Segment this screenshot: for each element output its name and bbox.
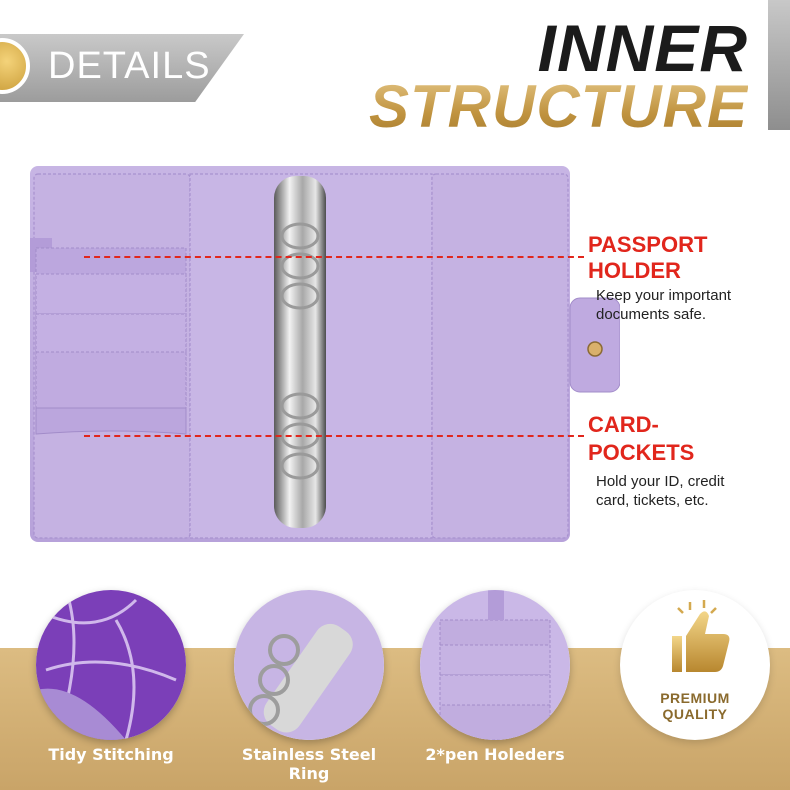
feature-stitching-caption: Tidy Stitching xyxy=(48,745,174,764)
quality-line-1: PREMIUM xyxy=(660,690,730,706)
details-badge xyxy=(0,34,244,102)
right-panel xyxy=(431,173,569,539)
card-guide-line xyxy=(84,435,584,437)
card-pockets-title-1: CARD- xyxy=(588,412,659,437)
card-pocket-1 xyxy=(35,273,187,315)
feature-ring-caption: Stainless Steel Ring xyxy=(241,745,377,783)
passport-holder-desc-1: Keep your important xyxy=(596,287,732,304)
passport-holder-title-1: PASSPORT xyxy=(588,232,708,257)
binder-rings xyxy=(280,222,320,480)
card-pocket-3 xyxy=(35,351,187,409)
thumbs-up-icon xyxy=(672,600,730,672)
passport-guide-line xyxy=(84,256,584,258)
title-accent-bar xyxy=(768,0,790,130)
card-pockets-title-2: POCKETS xyxy=(588,440,695,465)
snap-button xyxy=(587,341,603,357)
card-pockets-desc-2: card, tickets, etc. xyxy=(596,492,709,509)
title-structure: STRUCTURE xyxy=(369,73,748,140)
binder-illustration xyxy=(30,166,620,546)
passport-holder-desc-2: documents safe. xyxy=(596,306,707,323)
feature-stitching-image xyxy=(36,590,186,740)
quality-line-2: QUALITY xyxy=(662,706,728,722)
title-inner: INNER xyxy=(537,11,748,85)
feature-pen-holder-caption: 2*pen Holeders xyxy=(425,745,565,764)
details-label: DETAILS xyxy=(48,45,211,87)
card-pockets-desc-1: Hold your ID, credit xyxy=(596,473,725,490)
ring-mechanism xyxy=(274,176,326,528)
feature-ring-image xyxy=(234,590,384,740)
card-pocket-4 xyxy=(35,407,187,435)
passport-holder-title-2: HOLDER xyxy=(588,258,681,283)
feature-pen-holder-image xyxy=(420,590,570,740)
card-pocket-2 xyxy=(35,313,187,355)
